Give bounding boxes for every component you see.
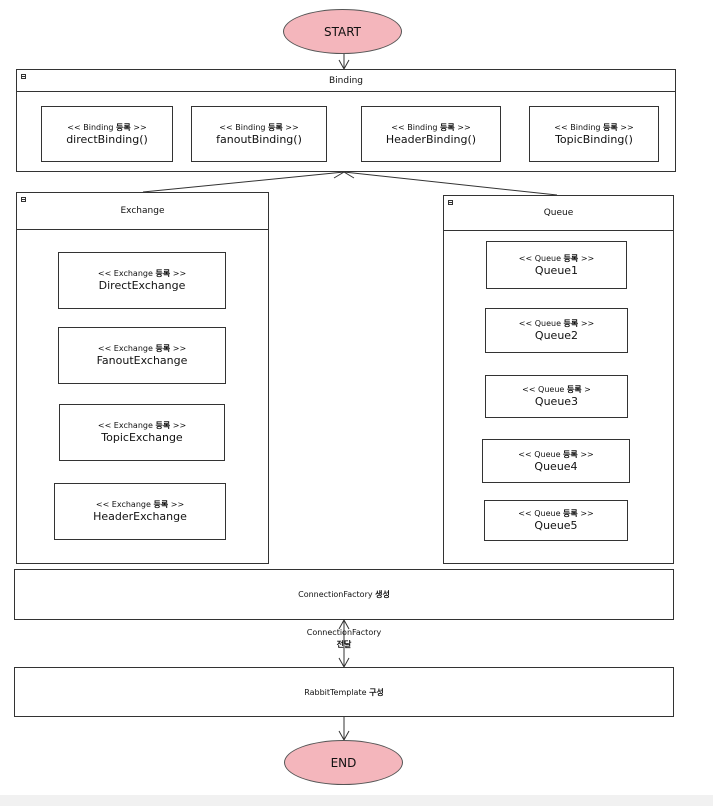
exchange-frame: Exchange << Exchange 등록 >> DirectExchang… [16,192,269,564]
stereotype: << Queue 등록 >> [518,319,595,328]
queue-to-binding-line [343,171,558,196]
node-name: directBinding() [66,132,148,146]
transfer-label-text: ConnectionFactory [306,628,382,637]
stereotype: << Queue 등록 >> [518,253,595,263]
transfer-label-bold: 전달 [336,640,352,649]
queue-header: Queue [444,196,673,231]
queue-frame: Queue << Queue 등록 >> Queue1 << Queue 등록 … [443,195,674,564]
stereotype: << Queue 등록 > [522,385,591,394]
binding-node-header: << Binding 등록 >> HeaderBinding() [361,106,501,162]
stereotype: << Queue 등록 >> [518,509,594,518]
collapse-icon[interactable] [21,74,26,79]
stereotype: << Queue 등록 >> [518,449,594,459]
queue-node-1: << Queue 등록 >> Queue1 [486,241,627,289]
queue-node-4: << Queue 등록 >> Queue4 [482,439,630,483]
rabbit-template-box: RabbitTemplate 구성 [14,667,674,717]
stereotype: << Exchange 등록 >> [97,421,187,430]
stereotype: << Binding 등록 >> [219,122,299,132]
binding-frame: Binding << Binding 등록 >> directBinding()… [16,69,676,172]
stereotype: << Binding 등록 >> [554,122,634,132]
node-name: Queue5 [534,519,578,532]
binding-header: Binding [17,70,675,92]
collapse-icon[interactable] [448,200,453,205]
start-node: START [283,9,402,54]
connection-factory-box: ConnectionFactory 생성 [14,569,674,620]
queue-node-5: << Queue 등록 >> Queue5 [484,500,628,541]
connection-factory-label: ConnectionFactory 생성 [298,590,390,599]
node-name: Queue1 [534,263,579,277]
end-node: END [284,740,403,785]
stereotype: << Binding 등록 >> [391,122,471,132]
queue-node-3: << Queue 등록 > Queue3 [485,375,628,418]
node-name: TopicExchange [101,431,183,444]
rabbit-template-label: RabbitTemplate 구성 [304,687,384,697]
stereotype: << Binding 등록 >> [67,122,147,132]
exchange-title: Exchange [120,206,165,216]
transfer-label: ConnectionFactory 전달 [284,627,404,651]
factory-arrowhead-up [338,618,350,630]
node-name: Queue4 [534,459,578,473]
node-name: TopicBinding() [555,132,633,146]
binding-node-direct: << Binding 등록 >> directBinding() [41,106,173,162]
binding-title: Binding [328,75,363,86]
stereotype: << Exchange 등록 >> [95,500,185,509]
stereotype: << Exchange 등록 >> [97,344,187,353]
collapse-icon[interactable] [21,197,26,202]
node-name: Queue2 [534,329,579,342]
exchange-to-binding-line [142,171,345,193]
exchange-node-fanout: << Exchange 등록 >> FanoutExchange [58,327,226,384]
exchange-node-direct: << Exchange 등록 >> DirectExchange [58,252,226,309]
node-name: fanoutBinding() [216,132,302,146]
exchange-node-topic: << Exchange 등록 >> TopicExchange [59,404,225,461]
node-name: Queue3 [534,395,579,408]
bottom-strip [0,795,713,806]
binding-node-fanout: << Binding 등록 >> fanoutBinding() [191,106,327,162]
binding-node-topic: << Binding 등록 >> TopicBinding() [529,106,659,162]
node-name: FanoutExchange [96,354,188,367]
node-name: DirectExchange [98,279,186,292]
stereotype: << Exchange 등록 >> [97,269,187,278]
queue-node-2: << Queue 등록 >> Queue2 [485,308,628,353]
start-label: START [323,24,362,39]
node-name: HeaderBinding() [385,132,477,146]
exchange-header: Exchange [17,193,268,230]
exchange-node-header: << Exchange 등록 >> HeaderExchange [54,483,226,540]
node-name: HeaderExchange [93,510,187,523]
queue-title: Queue [543,208,574,218]
end-label: END [330,755,357,770]
